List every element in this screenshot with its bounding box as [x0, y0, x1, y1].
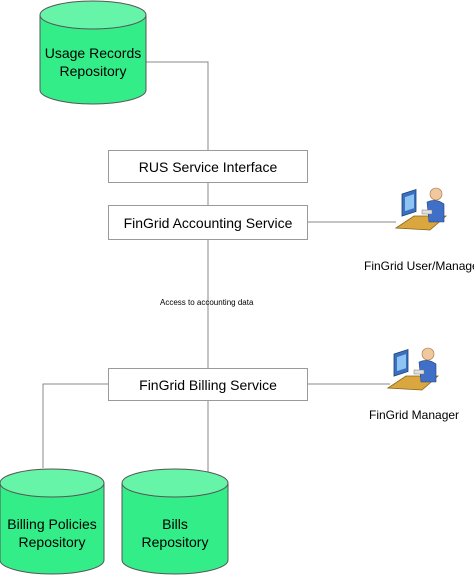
fingrid-user-manager-label: FinGrid User/Manage — [364, 259, 474, 273]
computer-user-icon — [386, 347, 440, 391]
billing-policies-line2: Repository — [18, 534, 86, 550]
connector-billing-to-policies — [42, 383, 108, 468]
billing-policies-label: Billing Policies Repository — [0, 515, 104, 551]
connector-lines — [42, 61, 396, 492]
access-accounting-data-label: Access to accounting data — [160, 298, 254, 307]
bills-line1: Bills — [162, 516, 188, 532]
billing-policies-line1: Billing Policies — [7, 516, 97, 532]
connector-usage-to-rus — [146, 61, 209, 150]
bills-label: Bills Repository — [122, 515, 228, 551]
bills-cylinder — [121, 468, 229, 575]
usage-records-line1: Usage Records — [44, 45, 142, 61]
fingrid-manager-label: FinGrid Manager — [369, 408, 460, 422]
computer-user-icon — [394, 187, 448, 231]
bills-line2: Repository — [141, 534, 209, 550]
rus-service-interface-box: RUS Service Interface — [108, 150, 308, 183]
accounting-service-box: FinGrid Accounting Service — [108, 205, 308, 240]
usage-records-cylinder — [39, 0, 147, 105]
usage-records-line2: Repository — [59, 63, 127, 79]
billing-policies-cylinder — [0, 468, 105, 575]
billing-service-box: FinGrid Billing Service — [108, 368, 308, 401]
usage-records-label: Usage Records Repository — [40, 44, 146, 80]
